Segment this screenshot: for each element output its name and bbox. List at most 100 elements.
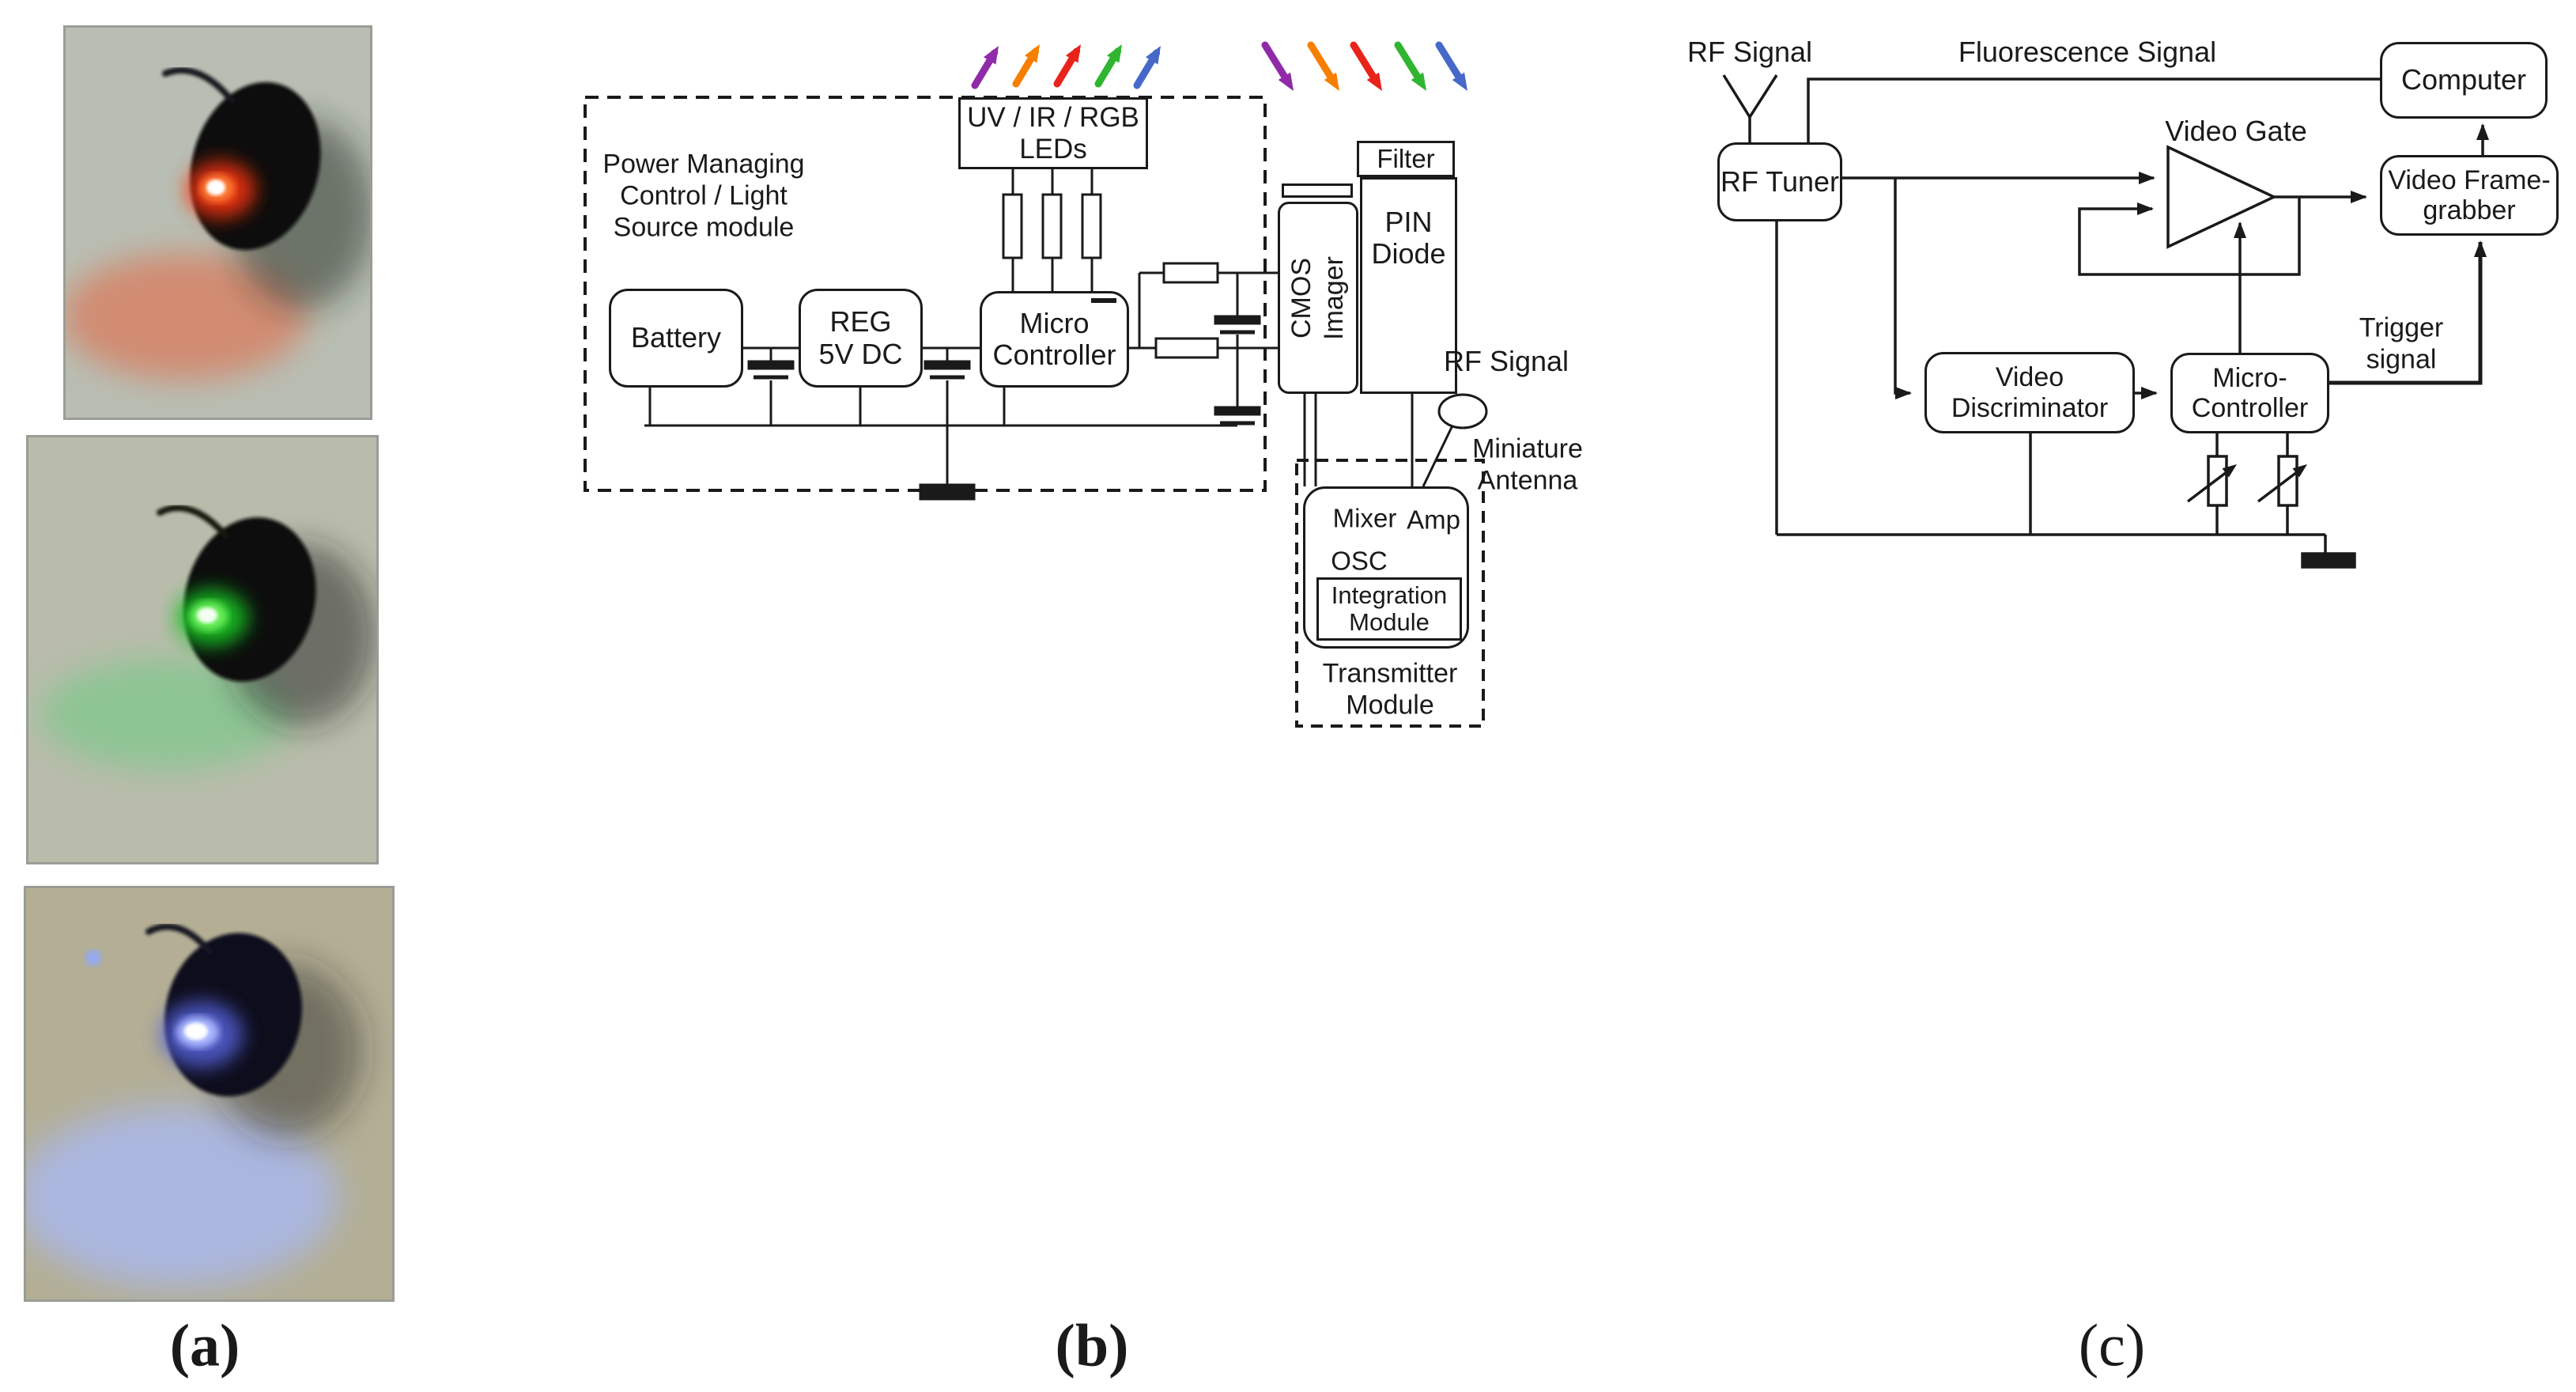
- miniature-antenna-symbol: [1422, 393, 1488, 487]
- photo3-light-pool: [26, 1106, 338, 1288]
- micro-output-branch: [1129, 337, 1306, 486]
- caption-c: (c): [2078, 1312, 2146, 1379]
- video-gate-triangle: [2166, 145, 2278, 249]
- discriminator-label-line2: Discriminator: [1951, 392, 2109, 423]
- receiver-antenna-icon: [1722, 74, 1778, 142]
- photo3-led-core: [184, 1023, 208, 1040]
- pin-diode-block: PIN Diode: [1360, 177, 1457, 394]
- video-discriminator-block: Video Discriminator: [1924, 352, 2135, 433]
- transmitter-module-label-line1: Transmitter: [1322, 658, 1458, 689]
- computer-label: Computer: [2400, 63, 2527, 96]
- osc-label: OSC: [1331, 546, 1388, 576]
- led-emission-arrows: [971, 44, 1161, 89]
- emission-arrow-uv: [971, 46, 999, 89]
- incoming-arrow-red: [1350, 41, 1382, 91]
- capacitor-1: [747, 348, 795, 426]
- capacitor-2: [924, 348, 971, 485]
- video-framegrabber-block: Video Frame- grabber: [2380, 155, 2559, 236]
- framegrabber-label-line1: Video Frame-: [2388, 165, 2551, 195]
- computer-block: Computer: [2380, 42, 2548, 119]
- microcontroller-block-b: Micro Controller: [980, 291, 1129, 388]
- incoming-arrow-uv: [1261, 41, 1294, 91]
- integration-label-line2: Module: [1349, 608, 1430, 636]
- power-module-label-line2: Control / Light: [620, 180, 788, 211]
- emission-arrow-blue: [1133, 46, 1161, 89]
- photo3-antenna-wire: [145, 923, 213, 955]
- rf-signal-label-c: RF Signal: [1686, 36, 1813, 68]
- miniature-antenna-label-line1: Miniature: [1472, 433, 1583, 464]
- amp-label: Amp: [1407, 505, 1460, 535]
- caption-b: (b): [1055, 1312, 1129, 1379]
- cmos-supply-branch: [1138, 262, 1278, 348]
- microcontroller-block-c: Micro- Controller: [2170, 353, 2329, 433]
- panel-c-wiring: [1722, 74, 2489, 569]
- battery-label: Battery: [630, 321, 722, 354]
- wire-tuner-discriminator: [1894, 178, 1912, 399]
- photo3-stray-dot: [85, 950, 101, 966]
- photo1-led-core: [206, 180, 225, 195]
- ground-symbol-c: [2301, 552, 2356, 569]
- photo1-antenna-wire: [162, 66, 235, 104]
- rf-signal-label-b: RF Signal: [1443, 345, 1569, 377]
- leds-label-line1: UV / IR / RGB: [967, 102, 1139, 134]
- incoming-arrow-ir: [1307, 41, 1339, 91]
- rf-tuner-block: RF Tuner: [1717, 142, 1842, 221]
- power-module-dashed-box: [584, 96, 1267, 492]
- cmos-imager-block: CMOS Imager: [1278, 202, 1358, 394]
- fluorescence-signal-label: Fluorescence Signal: [1958, 36, 2217, 68]
- photo-green-led: [26, 435, 379, 864]
- transmitter-module-dashed-box: [1295, 459, 1485, 728]
- power-module-label-line1: Power Managing: [602, 149, 805, 180]
- trigger-signal-label-line2: signal: [2366, 344, 2437, 375]
- integration-module-box: Integration Module: [1316, 577, 1462, 641]
- wire-trigger: [2329, 240, 2487, 385]
- emission-arrow-green: [1094, 44, 1122, 88]
- discriminator-label-line1: Video: [1995, 362, 2064, 393]
- microcontroller-c-label-line1: Micro-: [2212, 362, 2287, 393]
- incoming-arrow-blue: [1435, 41, 1467, 91]
- filter-block: Filter: [1357, 141, 1455, 177]
- transmitter-module-label-line2: Module: [1346, 690, 1434, 721]
- incoming-light-arrows: [1261, 41, 1467, 91]
- trigger-signal-label-line1: Trigger: [2359, 312, 2444, 343]
- integration-block: Mixer Amp OSC Integration Module: [1303, 486, 1469, 649]
- mixer-label: Mixer: [1332, 503, 1397, 533]
- miniature-antenna-label-line2: Antenna: [1477, 465, 1578, 496]
- microcontroller-c-label-line2: Controller: [2191, 393, 2309, 423]
- rf-tuner-label: RF Tuner: [1720, 165, 1840, 198]
- leds-block: UV / IR / RGB LEDs: [958, 97, 1148, 169]
- emission-arrow-red: [1053, 44, 1081, 88]
- resistor-upper: [1162, 262, 1219, 284]
- framegrabber-label-line2: grabber: [2423, 195, 2516, 225]
- pin-diode-label-line1: PIN: [1384, 206, 1433, 238]
- regulator-label-line2: 5V DC: [818, 337, 903, 370]
- photo-red-led: [63, 25, 372, 420]
- panel-b-wiring: [584, 41, 1488, 728]
- video-gate-label: Video Gate: [2165, 115, 2307, 147]
- photo2-light-pool: [40, 659, 293, 770]
- power-module-label-line3: Source module: [613, 212, 795, 243]
- photo2-antenna-wire: [157, 505, 229, 539]
- wire-fluorescence: [1807, 78, 2380, 142]
- regulator-label-line1: REG: [829, 305, 892, 339]
- photo2-led-core: [197, 607, 217, 623]
- cmos-imager-label: CMOS Imager: [1286, 255, 1349, 340]
- filter-label: Filter: [1377, 143, 1435, 173]
- minus-mark: [1091, 298, 1116, 303]
- resistor-lower: [1154, 337, 1219, 359]
- battery-block: Battery: [609, 289, 743, 388]
- variable-resistor-1: [2186, 433, 2237, 535]
- leds-label-line2: LEDs: [1019, 133, 1087, 165]
- microcontroller-label-line2: Controller: [992, 339, 1116, 371]
- emission-arrow-ir: [1012, 44, 1040, 88]
- caption-a: (a): [169, 1312, 240, 1379]
- decoupling-rail: [1214, 273, 1261, 426]
- ground-symbol: [919, 483, 976, 501]
- photo-blue-led: [24, 886, 395, 1302]
- microcontroller-label-line1: Micro: [1019, 306, 1090, 339]
- cmos-window: [1282, 183, 1353, 198]
- wire-gate-feedback: [2078, 197, 2301, 276]
- variable-resistor-2: [2257, 433, 2307, 535]
